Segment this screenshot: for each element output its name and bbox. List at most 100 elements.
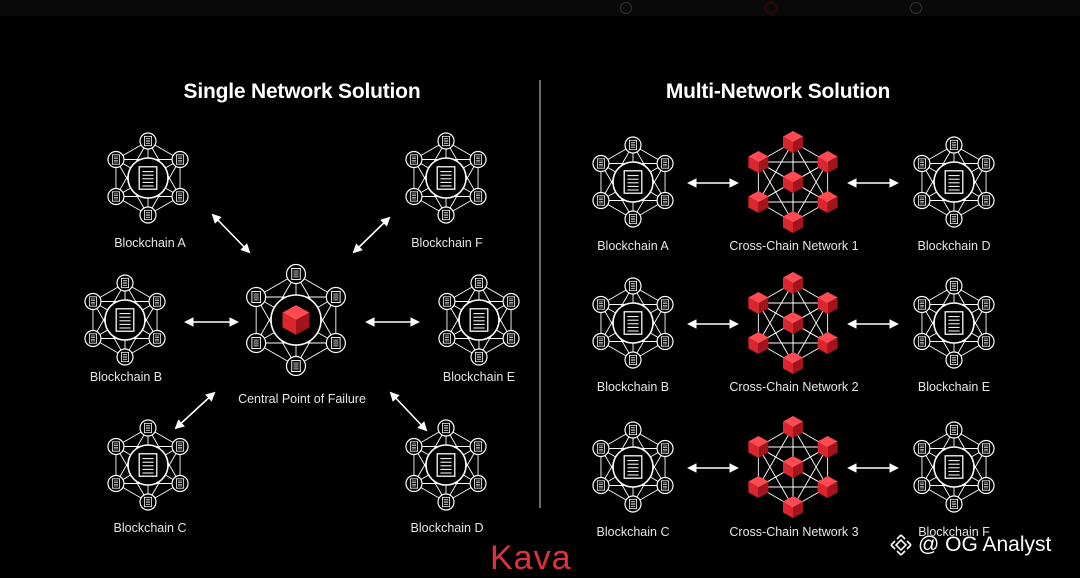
row1-left-node: [592, 136, 674, 228]
satellite-node: [656, 295, 674, 314]
satellite-node: [405, 187, 423, 206]
kava-logo: Kava: [490, 539, 572, 577]
row2-left-label: Blockchain B: [596, 380, 670, 394]
watermark: @ OG Analyst: [890, 532, 1051, 558]
satellite-node: [913, 295, 931, 314]
red-cube-icon: [817, 151, 838, 173]
watermark-text: @ OG Analyst: [918, 533, 1052, 556]
satellite-node: [945, 277, 963, 295]
red-cube-icon: [748, 191, 769, 213]
satellite-node: [325, 332, 346, 354]
cross-chain-network-2: [748, 272, 838, 374]
satellite-node: [107, 150, 125, 169]
satellite-node: [437, 206, 455, 224]
blockchain-f-label: Blockchain F: [411, 236, 483, 250]
satellite-node: [502, 329, 520, 348]
satellite-node: [656, 439, 674, 458]
satellite-node: [139, 206, 157, 224]
satellite-node: [437, 419, 455, 437]
center-node: [933, 161, 975, 203]
red-cube-icon: [783, 496, 803, 518]
satellite-node: [913, 332, 931, 351]
satellite-node: [405, 474, 423, 493]
satellite-node: [592, 295, 610, 314]
center-node: [612, 302, 654, 344]
satellite-node: [325, 286, 346, 308]
satellite-node: [171, 474, 189, 493]
center-node: [425, 444, 467, 486]
satellite-node: [285, 355, 307, 377]
satellite-node: [624, 277, 642, 295]
double-arrow-icon: [211, 213, 251, 254]
satellite-node: [945, 136, 963, 154]
satellite-node: [469, 437, 487, 456]
red-cube-icon: [817, 476, 838, 498]
satellite-node: [913, 439, 931, 458]
blockchain-e-label: Blockchain E: [442, 370, 516, 384]
double-arrow-icon: [352, 216, 391, 254]
satellite-node: [624, 210, 642, 228]
red-cube-icon: [783, 352, 803, 374]
satellite-node: [405, 150, 423, 169]
center-node: [425, 157, 467, 199]
satellite-node: [171, 187, 189, 206]
satellite-node: [945, 495, 963, 513]
satellite-node: [470, 274, 488, 292]
satellite-node: [945, 351, 963, 369]
top-strip: [0, 0, 1080, 16]
red-cube-icon: [748, 436, 769, 458]
satellite-node: [624, 421, 642, 439]
satellite-node: [437, 493, 455, 511]
satellite-node: [592, 191, 610, 210]
satellite-node: [592, 476, 610, 495]
satellite-node: [116, 348, 134, 366]
central-point-node: [246, 263, 346, 377]
red-cube-icon: [783, 416, 803, 438]
satellite-node: [624, 495, 642, 513]
center-node: [933, 446, 975, 488]
center-node: [127, 157, 169, 199]
satellite-node: [913, 191, 931, 210]
satellite-node: [913, 476, 931, 495]
satellite-node: [656, 191, 674, 210]
satellite-node: [107, 187, 125, 206]
satellite-node: [148, 329, 166, 348]
satellite-node: [624, 351, 642, 369]
row3-left-node: [592, 421, 674, 513]
menu-icon: [620, 2, 632, 14]
blockchain-a-node: [107, 132, 189, 224]
satellite-node: [148, 292, 166, 311]
double-arrow-icon: [174, 391, 216, 430]
center-node: [612, 161, 654, 203]
satellite-node: [624, 136, 642, 154]
satellite-node: [945, 210, 963, 228]
center-node: [458, 299, 500, 341]
center-node: [612, 446, 654, 488]
center-node: [933, 302, 975, 344]
satellite-node: [469, 150, 487, 169]
satellite-node: [913, 154, 931, 173]
blockchain-e-node: [438, 274, 520, 366]
satellite-node: [592, 332, 610, 351]
satellite-node: [84, 292, 102, 311]
red-cube-icon: [783, 211, 803, 233]
satellite-node: [470, 348, 488, 366]
row2-right-label: Blockchain E: [917, 380, 991, 394]
cross-chain-network-3: [748, 416, 838, 518]
row3-right-node: [913, 421, 995, 513]
section-divider: [539, 80, 541, 508]
record-icon: [765, 2, 777, 14]
single-network-heading: Single Network Solution: [183, 80, 421, 103]
satellite-node: [469, 474, 487, 493]
satellite-node: [469, 187, 487, 206]
red-cube-icon: [817, 332, 838, 354]
satellite-node: [437, 132, 455, 150]
satellite-node: [977, 476, 995, 495]
row3-right-label: Blockchain F: [918, 525, 990, 539]
blockchain-d-node: [405, 419, 487, 511]
satellite-node: [107, 437, 125, 456]
satellite-node: [171, 150, 189, 169]
multi-network-heading: Multi-Network Solution: [665, 80, 891, 103]
red-cube-icon: [748, 292, 769, 314]
